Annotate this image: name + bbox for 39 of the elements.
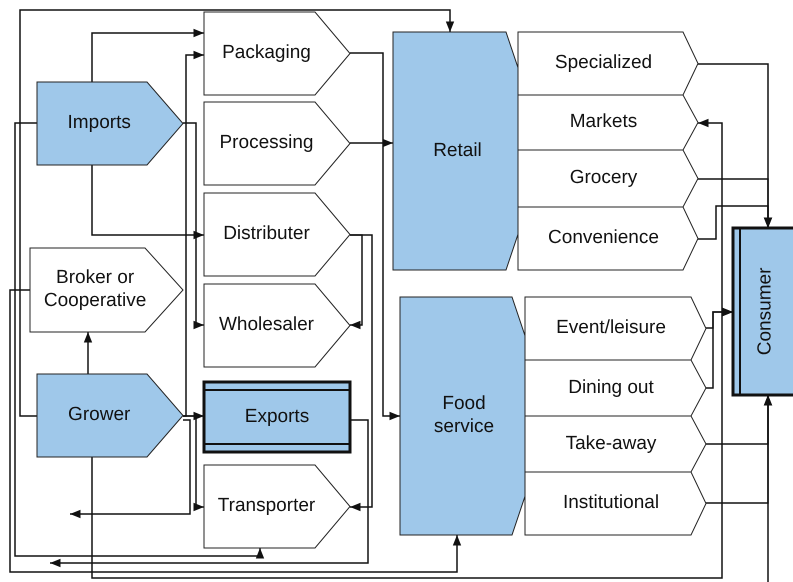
arrow	[350, 138, 393, 148]
node-label: Consumer	[754, 268, 777, 356]
arrow	[91, 28, 204, 82]
arrow	[698, 205, 772, 240]
arrow	[183, 122, 204, 330]
node-label: Transporter	[218, 495, 316, 518]
node-label: Grower	[68, 404, 130, 427]
arrow	[19, 9, 454, 417]
arrow	[182, 50, 204, 417]
node-label: Markets	[570, 111, 638, 134]
node-label: Dining out	[568, 376, 654, 400]
node-label: Institutional	[562, 492, 660, 515]
arrow	[91, 165, 204, 240]
arrow	[350, 234, 363, 330]
arrow	[84, 332, 92, 374]
node-label: Imports	[68, 112, 131, 135]
node-label: Food service	[432, 393, 496, 439]
arrow	[50, 419, 369, 568]
node-label: Processing	[220, 132, 314, 155]
node-label: Packaging	[222, 42, 311, 65]
arrow	[14, 122, 264, 558]
arrow	[9, 289, 462, 573]
arrow	[183, 415, 204, 512]
arrow	[350, 52, 400, 420]
node-label: Wholesaler	[218, 314, 314, 337]
arrow	[91, 118, 723, 579]
arrow	[70, 419, 191, 518]
node-label: Distributer	[223, 223, 310, 246]
node-label: Grocery	[570, 167, 638, 190]
node-label: Convenience	[548, 227, 659, 250]
node-label: Retail	[433, 140, 482, 162]
node-label: Exports	[244, 406, 310, 428]
node-label: Take-away	[566, 432, 656, 456]
node-label: Broker or Cooperative	[42, 267, 148, 313]
node-label: Event/leisure	[556, 317, 666, 340]
arrow	[764, 395, 772, 582]
arrow	[706, 308, 733, 389]
arrow	[350, 234, 373, 512]
node-label: Specialized	[554, 52, 652, 75]
